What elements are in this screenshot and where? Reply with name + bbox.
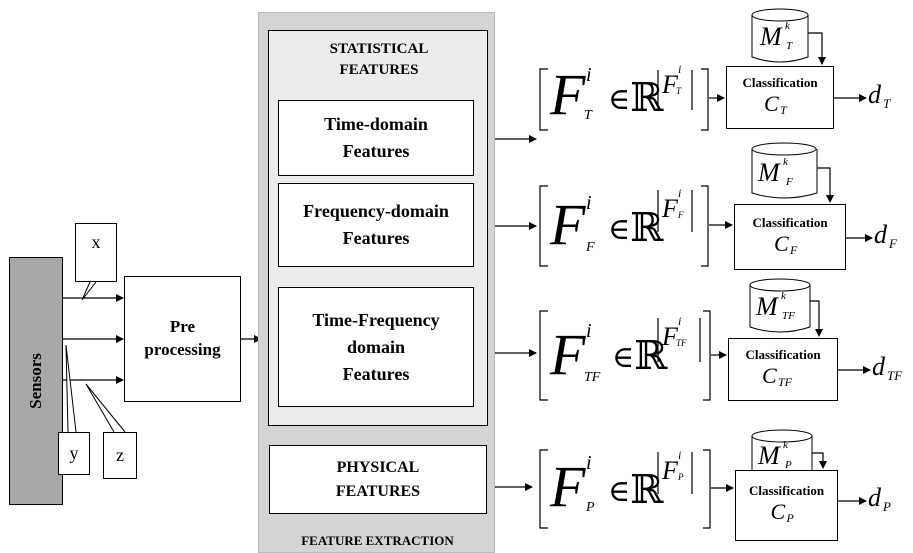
statistical-title-line2: FEATURES [339, 62, 419, 78]
time-frequency-line3: Features [342, 363, 410, 384]
feature-vector-TF: F i TF ∈ ℝ F i TF [550, 314, 687, 387]
model-label-P: M k P [758, 439, 792, 471]
time-domain-block: Time-domain Features [278, 100, 474, 176]
feature-index: i [586, 64, 592, 86]
feature-extraction-title: FEATURE EXTRACTION [301, 533, 454, 548]
frequency-domain-line1: Frequency-domain [303, 201, 449, 221]
model-label-TF: M k TF [756, 290, 795, 322]
feature-symbol: F [550, 62, 586, 127]
callout-x: x [75, 223, 117, 282]
feature-vector-T: F i T ∈ ℝ F i T [550, 60, 700, 135]
preprocessing-line1: Pre [169, 317, 196, 337]
decision-F: d F [874, 220, 897, 251]
dim-subscript: T [676, 86, 682, 96]
feature-vector-P: F i P ∈ ℝ F i P [550, 448, 684, 519]
model-label-T: M k T [760, 20, 793, 52]
time-domain-line1: Time-domain [324, 114, 428, 134]
frequency-domain-line2: Features [342, 228, 410, 248]
callout-y: y [58, 432, 90, 475]
reals-symbol: ℝ [630, 75, 664, 120]
time-frequency-line2: domain [346, 336, 406, 357]
time-frequency-line1: Time-Frequency [312, 309, 440, 330]
feature-subscript: T [584, 108, 592, 123]
model-label-F: M k F [758, 156, 793, 188]
preprocessing-block: Pre processing [124, 276, 241, 402]
model-cylinder-T [751, 8, 809, 63]
classification-box-TF: Classification C TF [728, 338, 838, 401]
preprocessing-line2: processing [144, 340, 221, 359]
time-frequency-block: Time-Frequency domain Features [278, 287, 474, 407]
physical-line2: FEATURES [335, 482, 421, 500]
physical-line1: PHYSICAL [336, 459, 420, 477]
classification-box-F: Classification C F [734, 204, 846, 270]
model-cylinder-F [751, 142, 818, 199]
decision-P: d P [868, 483, 891, 514]
decision-T: d T [868, 80, 891, 111]
statistical-title-line1: STATISTICAL [329, 41, 429, 57]
classification-box-T: Classification C T [726, 66, 834, 129]
frequency-domain-block: Frequency-domain Features [278, 183, 474, 267]
statistical-title: STATISTICAL FEATURES [269, 39, 489, 81]
callout-z: z [103, 432, 137, 479]
sensors-block: Sensors [9, 257, 63, 505]
model-cylinder-TF [749, 278, 811, 333]
element-of: ∈ [608, 83, 631, 116]
decision-TF: d TF [872, 352, 903, 383]
classification-box-P: Classification C P [735, 470, 838, 541]
time-domain-line2: Features [342, 141, 410, 161]
physical-features-block: PHYSICAL FEATURES [269, 445, 487, 514]
dim-index: i [678, 62, 682, 76]
dim-feature: F [662, 70, 678, 99]
feature-vector-F: F i F ∈ ℝ F i F [550, 186, 684, 257]
classification-label: Classification [742, 75, 818, 90]
